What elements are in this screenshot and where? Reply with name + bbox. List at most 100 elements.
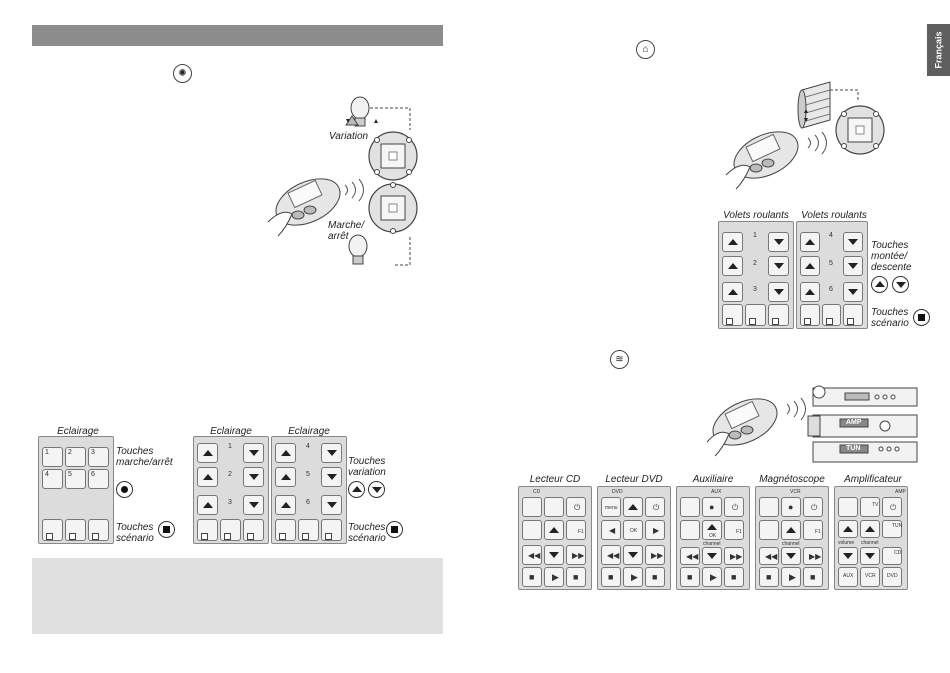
shutter-scenario-b1[interactable] [800, 304, 820, 326]
vcr-stop-key[interactable]: ■ [759, 567, 779, 587]
vcr-power-key[interactable]: ⏻ [803, 497, 823, 517]
vcr-down-key[interactable] [781, 547, 801, 565]
vcr-f1-key[interactable]: F1 [803, 520, 823, 540]
key-5[interactable]: 5 [65, 469, 86, 489]
aux-stop2-key[interactable]: ■ [724, 567, 744, 587]
aux-power-key[interactable]: ⏻ [724, 497, 744, 517]
shutter-up-1[interactable] [722, 232, 743, 252]
key-dn-5[interactable] [321, 467, 342, 487]
cd-key-4[interactable] [522, 520, 542, 540]
aux-rew-key[interactable]: ◀◀ [680, 547, 700, 565]
dvd-rew-key[interactable]: ◀◀ [601, 545, 621, 565]
key-dn-3[interactable] [243, 495, 264, 515]
shutter-up-5[interactable] [800, 256, 820, 276]
scenario-key-2[interactable] [65, 519, 86, 541]
aux-rec-key[interactable]: ● [702, 497, 722, 517]
cd-key-1[interactable] [522, 497, 542, 517]
amp-cd-key[interactable]: CD [882, 547, 902, 565]
aux-down-key[interactable] [702, 547, 722, 565]
amp-up-key-2[interactable] [860, 520, 880, 538]
key-6[interactable]: 6 [88, 469, 109, 489]
vcr-rew-key[interactable]: ◀◀ [759, 547, 779, 565]
cd-ff-key[interactable]: ▶▶ [566, 545, 586, 565]
scenario-key-b3[interactable] [321, 519, 342, 541]
amp-tv-key[interactable]: TV [860, 497, 880, 517]
dvd-up-key[interactable] [623, 497, 643, 517]
amp-key-1[interactable] [838, 497, 858, 517]
vcr-up-key[interactable] [781, 520, 801, 540]
amp-aux-key[interactable]: AUX [838, 567, 858, 587]
key-dn-2[interactable] [243, 467, 264, 487]
shutter-dn-6[interactable] [843, 282, 863, 302]
scenario-key-b1[interactable] [275, 519, 296, 541]
shutter-dn-2[interactable] [768, 256, 789, 276]
scenario-key-3[interactable] [88, 519, 109, 541]
scenario-key-a1[interactable] [197, 519, 218, 541]
key-up-4[interactable] [275, 443, 296, 463]
aux-stop-key[interactable]: ■ [680, 567, 700, 587]
cd-key-2[interactable] [544, 497, 564, 517]
cd-play-key[interactable]: ▶ [544, 567, 564, 587]
shutter-dn-4[interactable] [843, 232, 863, 252]
shutter-dn-1[interactable] [768, 232, 789, 252]
shutter-dn-3[interactable] [768, 282, 789, 302]
language-tab[interactable]: Français [927, 24, 950, 76]
key-up-6[interactable] [275, 495, 296, 515]
cd-f1-key[interactable]: F1 [566, 520, 586, 540]
vcr-key-4[interactable] [759, 520, 779, 540]
scenario-key-a2[interactable] [220, 519, 241, 541]
key-up-1[interactable] [197, 443, 218, 463]
aux-ok-key[interactable]: OK [702, 520, 722, 540]
shutter-up-2[interactable] [722, 256, 743, 276]
amp-tun-key[interactable]: TUN [882, 520, 902, 538]
dvd-power-key[interactable]: ⏻ [645, 497, 665, 517]
aux-ff-key[interactable]: ▶▶ [724, 547, 744, 565]
aux-play-key[interactable]: ▶ [702, 567, 722, 587]
amp-down-key-2[interactable] [860, 547, 880, 565]
key-dn-4[interactable] [321, 443, 342, 463]
amp-up-key-1[interactable] [838, 520, 858, 538]
scenario-key-1[interactable] [42, 519, 63, 541]
cd-rew-key[interactable]: ◀◀ [522, 545, 542, 565]
dvd-play-key[interactable]: ▶ [623, 567, 643, 587]
dvd-right-key[interactable]: ▶ [645, 520, 665, 540]
dvd-down-key[interactable] [623, 545, 643, 565]
shutter-up-6[interactable] [800, 282, 820, 302]
shutter-scenario-a2[interactable] [745, 304, 766, 326]
shutter-up-4[interactable] [800, 232, 820, 252]
shutter-scenario-a3[interactable] [768, 304, 789, 326]
scenario-key-a3[interactable] [243, 519, 264, 541]
cd-down-key[interactable] [544, 545, 564, 565]
shutter-scenario-a1[interactable] [722, 304, 743, 326]
vcr-stop2-key[interactable]: ■ [803, 567, 823, 587]
scenario-key-b2[interactable] [298, 519, 319, 541]
dvd-menu-key[interactable]: menu [601, 497, 621, 517]
aux-key-1[interactable] [680, 497, 700, 517]
aux-f1-key[interactable]: F1 [724, 520, 744, 540]
cd-stop-key[interactable]: ■ [522, 567, 542, 587]
shutter-scenario-b3[interactable] [843, 304, 863, 326]
vcr-rec-key[interactable]: ● [781, 497, 801, 517]
aux-key-4[interactable] [680, 520, 700, 540]
key-1[interactable]: 1 [42, 447, 63, 467]
cd-up-key[interactable] [544, 520, 564, 540]
key-4[interactable]: 4 [42, 469, 63, 489]
key-dn-6[interactable] [321, 495, 342, 515]
vcr-play-key[interactable]: ▶ [781, 567, 801, 587]
dvd-stop2-key[interactable]: ■ [645, 567, 665, 587]
amp-vcr-key[interactable]: VCR [860, 567, 880, 587]
vcr-ff-key[interactable]: ▶▶ [803, 547, 823, 565]
amp-dvd-key[interactable]: DVD [882, 567, 902, 587]
shutter-up-3[interactable] [722, 282, 743, 302]
key-up-5[interactable] [275, 467, 296, 487]
shutter-dn-5[interactable] [843, 256, 863, 276]
key-up-3[interactable] [197, 495, 218, 515]
cd-power-key[interactable]: ⏻ [566, 497, 586, 517]
amp-down-key-1[interactable] [838, 547, 858, 565]
amp-power-key[interactable]: ⏻ [882, 497, 902, 517]
shutter-scenario-b2[interactable] [822, 304, 841, 326]
dvd-ff-key[interactable]: ▶▶ [645, 545, 665, 565]
key-up-2[interactable] [197, 467, 218, 487]
vcr-key-1[interactable] [759, 497, 779, 517]
key-dn-1[interactable] [243, 443, 264, 463]
